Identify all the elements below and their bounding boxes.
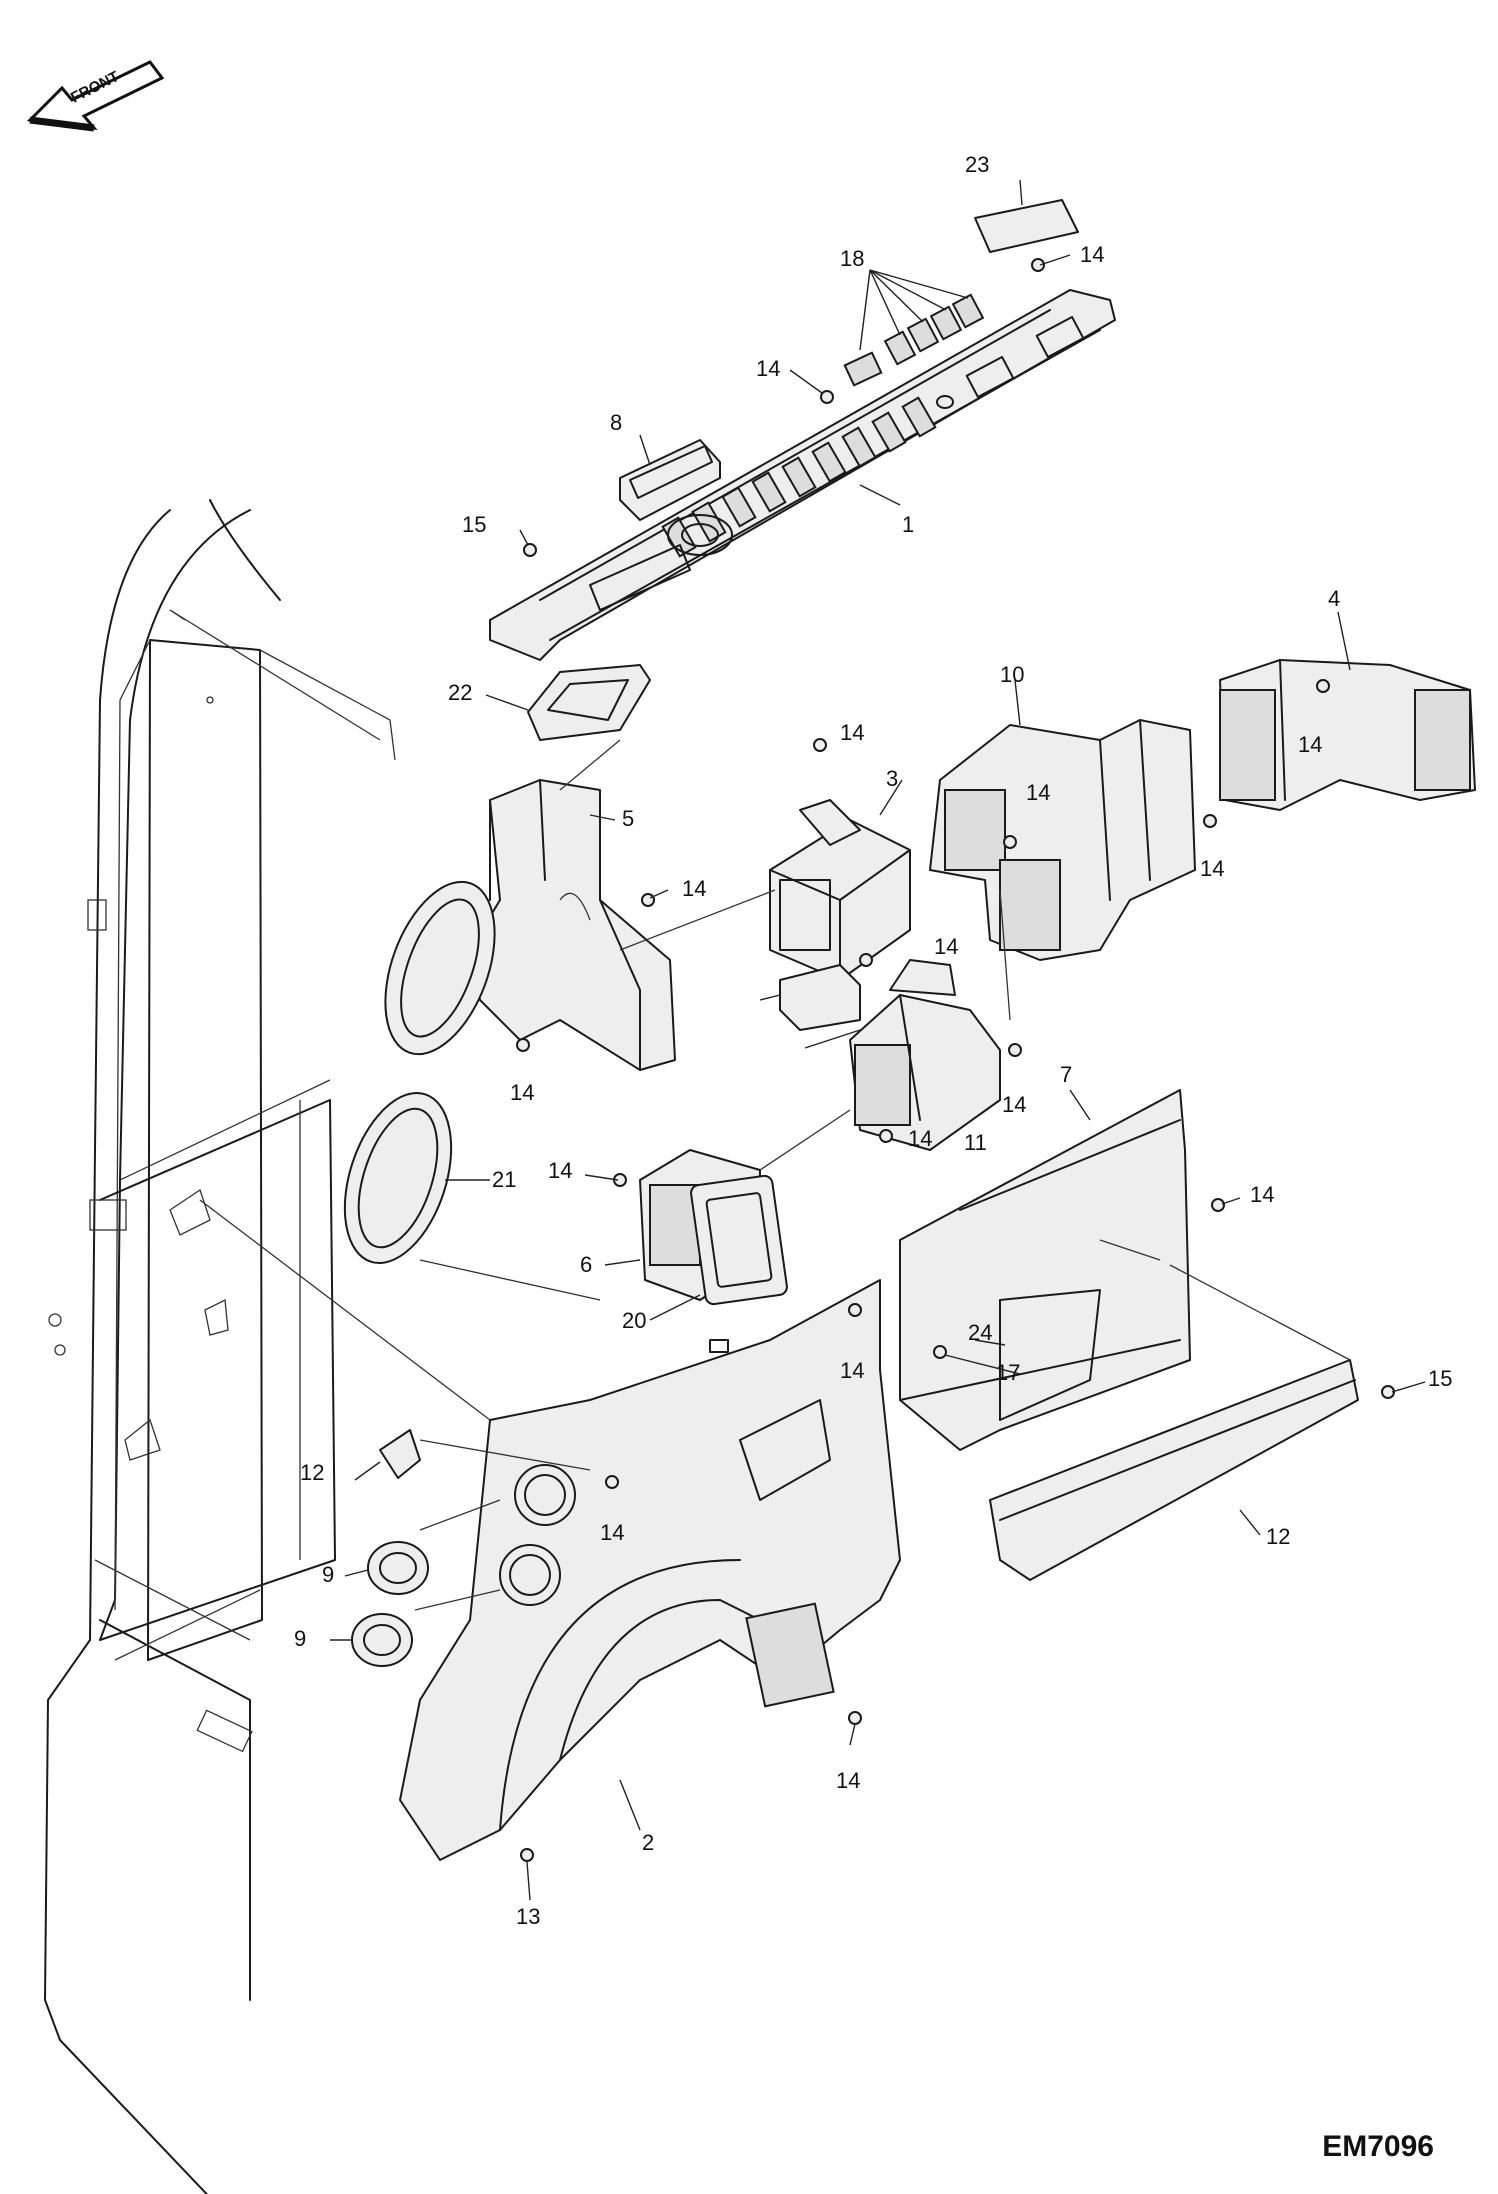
screw-icon <box>1316 679 1330 693</box>
callout-14: 13 <box>516 1904 540 1929</box>
screw-icon <box>1008 1043 1022 1057</box>
part-21-plate <box>974 199 1079 253</box>
callout-9: 9 <box>294 1626 306 1651</box>
callout-14: 14 <box>1026 780 1050 805</box>
callout-14: 14 <box>908 1126 932 1151</box>
screw-icon <box>1003 835 1017 849</box>
screw-icon <box>523 543 537 557</box>
part-12-trim-strip <box>989 1359 1359 1581</box>
callout-14: 14 <box>1002 1092 1026 1117</box>
callout-14: 14 <box>600 1520 624 1545</box>
screw-icon <box>1211 1198 1225 1212</box>
part-10-large-duct <box>929 719 1196 961</box>
part-23-block <box>779 964 861 1031</box>
part-18-gasket <box>690 1174 788 1306</box>
part-19-oval-gasket <box>343 1092 453 1264</box>
callout-19: 21 <box>492 1167 516 1192</box>
callout-20: 22 <box>448 680 472 705</box>
screw-icon <box>848 1711 862 1725</box>
screw-icon <box>641 893 655 907</box>
part-5-oval-outlet <box>384 880 496 1056</box>
screw-icon <box>820 390 834 404</box>
drawing-code: EM7096 <box>1322 2130 1434 2163</box>
screw-icon <box>813 738 827 752</box>
part-17-louvres <box>843 293 985 387</box>
callout-10: 10 <box>1000 662 1024 687</box>
screw-fasteners <box>516 258 1395 1862</box>
leader-lines <box>199 179 1426 1901</box>
callout-18: 20 <box>622 1308 646 1333</box>
cab-frame <box>44 499 396 2194</box>
callout-3: 3 <box>886 766 898 791</box>
callout-21: 23 <box>965 152 989 177</box>
callout-15: 15 <box>462 512 486 537</box>
callout-14: 14 <box>836 1768 860 1793</box>
callout-14: 14 <box>934 934 958 959</box>
part-9-grommet-lower <box>351 1613 413 1667</box>
screw-icon <box>859 953 873 967</box>
part-1-upper-duct <box>489 289 1116 661</box>
callout-14: 14 <box>1200 856 1224 881</box>
callout-7: 7 <box>1060 1062 1072 1087</box>
screw-icon <box>520 1848 534 1862</box>
callout-2: 2 <box>642 1830 654 1855</box>
part-4-elbow-duct <box>1219 659 1476 811</box>
screw-icon <box>1203 814 1217 828</box>
screw-icon <box>516 1038 530 1052</box>
part-9-grommet-upper <box>367 1541 429 1595</box>
screw-icon <box>879 1129 893 1143</box>
front-arrow-icon: FRONT <box>26 60 165 132</box>
part-20-gasket <box>527 664 651 741</box>
callout-17: 18 <box>840 246 864 271</box>
callout-labels: 23 14 18 14 8 1 15 22 5 10 4 14 14 3 14 … <box>294 152 1452 1929</box>
callout-14: 14 <box>1080 242 1104 267</box>
callout-14: 14 <box>1250 1182 1274 1207</box>
part-2-rear-panel <box>399 1279 901 1861</box>
callout-4: 4 <box>1328 586 1340 611</box>
part-3-box-duct <box>769 799 911 981</box>
callout-14: 14 <box>682 876 706 901</box>
callout-22: 24 <box>968 1320 992 1345</box>
callout-8: 8 <box>610 410 622 435</box>
callout-14: 14 <box>510 1080 534 1105</box>
callout-11: 11 <box>964 1130 987 1155</box>
screw-icon <box>605 1475 619 1489</box>
callout-16: 17 <box>996 1360 1020 1385</box>
part-8-vent <box>619 439 721 521</box>
part-11-junction-box <box>849 959 1001 1151</box>
callout-12: 12 <box>1266 1524 1290 1549</box>
callout-6: 6 <box>580 1252 592 1277</box>
callout-13: 12 <box>300 1460 324 1485</box>
screw-icon <box>1031 258 1045 272</box>
part-5-y-duct <box>469 779 676 1071</box>
screw-icon <box>848 1303 862 1317</box>
part-7-side-panel <box>899 1089 1191 1451</box>
callout-1: 1 <box>902 512 914 537</box>
callout-5: 5 <box>622 806 634 831</box>
callout-14: 14 <box>1298 732 1322 757</box>
callout-14: 14 <box>840 720 864 745</box>
callout-14: 14 <box>756 356 780 381</box>
callout-9: 9 <box>322 1562 334 1587</box>
screw-icon <box>933 1345 947 1359</box>
callout-14: 14 <box>548 1158 572 1183</box>
callout-14: 14 <box>840 1358 864 1383</box>
callout-15: 15 <box>1428 1366 1452 1391</box>
part-13-clip <box>379 1429 421 1479</box>
